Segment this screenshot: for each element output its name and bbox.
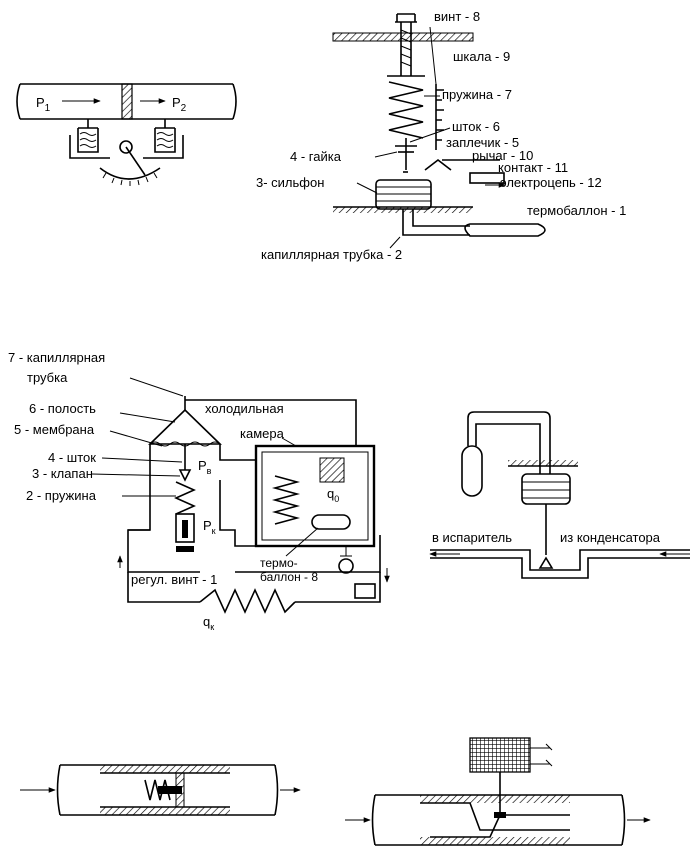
label-spring-7: пружина - 7 [442,87,512,102]
label-adjust-screw-1: регул. винт - 1 [131,572,217,587]
label-circuit-12: электроцепь - 12 [500,175,602,190]
orifice-plate [121,83,133,120]
valve-body [430,549,690,579]
condenser-coil [199,588,296,614]
label-spring-2: 2 - пружина [26,488,97,503]
label-nut-4: 4 - гайка [290,149,342,164]
capillary [467,411,551,474]
figure-6-solenoid-valve [345,737,651,846]
label-valve-3: 3 - клапан [32,466,93,481]
bulb [461,445,483,497]
label-rod-6: шток - 6 [452,119,500,134]
adjusting-screw-1 [176,546,194,552]
q0-label: q0 [327,486,339,504]
check-spring [144,779,171,801]
p2-label: P2 [172,95,187,114]
heat-source [319,457,345,483]
label-thermobulb-1: термобаллон - 1 [527,203,626,218]
figure-1-pressure-gauge: P1 P2 [16,83,237,186]
figure-4-expansion-valve: в испаритель из конденсатора [429,411,690,579]
pk-label: Pк [203,518,216,536]
label-cold: холодильная [205,401,284,416]
spring [388,81,424,139]
capillary-tube [402,209,470,236]
capillary-line [184,396,357,446]
thermo-bulb-8 [311,514,351,530]
label-to-evaporator: в испаритель [432,530,512,545]
label-chamber: камера [240,426,285,441]
label-cavity-6: 6 - полость [29,401,96,416]
bellows-left [79,132,97,148]
label-scale-9: шкала - 9 [453,49,510,64]
relay [354,583,376,599]
scale [435,84,444,150]
label-contact-11: контакт - 11 [498,160,568,175]
figure-3-membrane-valve: q0 7 - капиллярная трубка 6 - полость 5 … [8,350,390,632]
label-bellows-3: 3- сильфон [256,175,324,190]
label-shoulder-5: заплечик - 5 [446,135,519,150]
lever [469,172,505,184]
label-capillary-7-line2: трубка [27,370,68,385]
bellows [521,473,571,505]
label-membrane-5: 5 - мембрана [14,422,95,437]
evaporator-coil [271,475,301,525]
label-bulb-8: баллон - 8 [260,570,318,584]
top-plate [332,32,474,42]
label-from-condenser: из конденсатора [560,530,661,545]
cold-chamber [254,444,376,548]
bellows-right [156,132,174,148]
gauge-pivot [119,140,133,154]
label-capillary-7: 7 - капиллярная [8,350,105,365]
label-capillary-2: капиллярная трубка - 2 [261,247,402,262]
qk-label: qк [203,614,214,632]
figure-2-thermostat: винт - 8 шкала - 9 пружина - 7 шток - 6 … [256,9,626,262]
pv-label: Pв [198,458,212,476]
figure-5-check-valve [20,764,301,816]
label-thermo-8: термо- [260,556,298,570]
solenoid-coil [469,737,531,773]
label-lever-10: рычаг - 10 [472,148,533,163]
label-screw-8: винт - 8 [434,9,480,24]
p1-label: P1 [36,95,51,114]
label-rod-4: 4 - шток [48,450,96,465]
adjusting-screw [395,13,417,76]
thermo-bulb [464,223,546,237]
valve-spring [174,481,196,515]
